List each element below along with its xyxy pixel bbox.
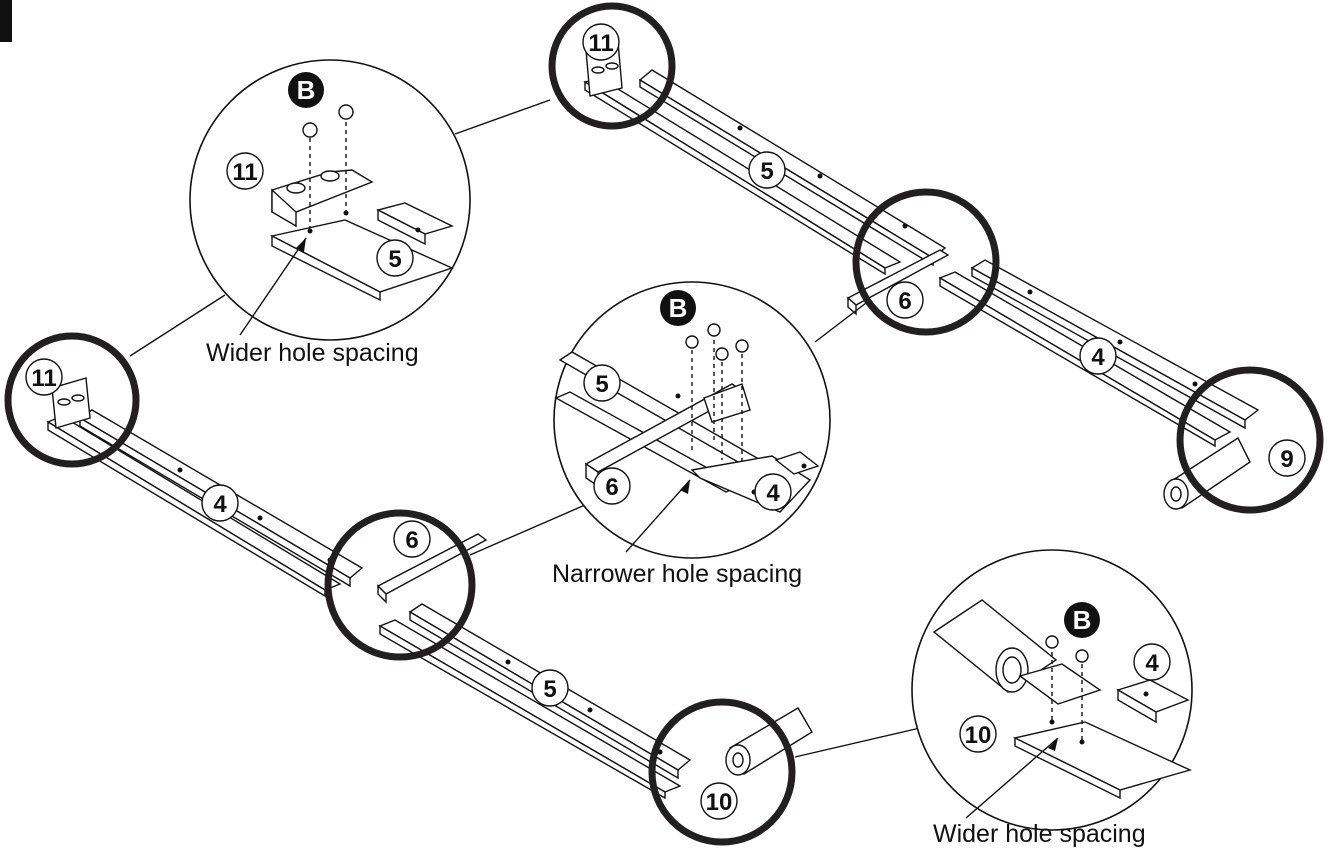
part-11-label-left: 11 <box>31 365 56 392</box>
hardware-b-badge-bottom-right <box>1064 602 1100 638</box>
detail-top-left-drawing <box>239 104 454 336</box>
part-11-label-top-left-detail: 11 <box>232 159 257 186</box>
highlight-ring-wheel-10 <box>648 698 796 846</box>
part-9-label: 9 <box>1280 446 1293 473</box>
highlight-ring-top-right <box>548 2 676 130</box>
part-4-label-center-detail: 4 <box>766 480 780 507</box>
badge-4-bottom-right-detail <box>1133 643 1171 681</box>
hardware-b-badge-top-left <box>288 72 324 108</box>
part-6-label-left: 6 <box>405 527 418 554</box>
part-11-label-top-right: 11 <box>588 30 613 57</box>
badge-6-top-right <box>886 281 924 319</box>
part-4-label-top-right: 4 <box>1091 344 1105 371</box>
detail-circle-top-left <box>189 59 471 341</box>
wheel-10-left <box>725 707 813 776</box>
part-10-label-bottom-right-detail: 10 <box>965 722 992 749</box>
badge-4-left <box>201 484 239 522</box>
part-4-label-bottom-right-detail: 4 <box>1145 650 1159 677</box>
badge-11-top-right <box>582 23 620 61</box>
highlight-ring-crossbar-right <box>852 188 1000 336</box>
badge-5-center-detail <box>583 364 621 402</box>
badge-9 <box>1268 439 1306 477</box>
badge-5-left <box>531 669 569 707</box>
rail-5-left <box>378 603 692 800</box>
part-5-label-top-right: 5 <box>760 158 773 185</box>
part-10-label-left: 10 <box>706 789 733 816</box>
badge-4-center-detail <box>754 473 792 511</box>
hardware-b-label-bottom-right: B <box>1073 605 1092 635</box>
wheel-9 <box>1163 436 1251 510</box>
badge-6-center-detail <box>593 467 631 505</box>
hardware-b-badge-center <box>660 290 696 326</box>
callout-narrower-hole-spacing: Narrower hole spacing <box>552 560 802 588</box>
badge-10-bottom-right-detail <box>959 715 997 753</box>
highlight-ring-crossbar-left <box>324 509 476 661</box>
badge-11-top-left-detail <box>226 152 264 190</box>
badge-6-left <box>393 520 431 558</box>
part-badges: 11 5 11 5 6 4 9 11 4 6 5 10 5 6 4 4 10 <box>25 23 1306 820</box>
callout-wider-hole-spacing-bottom: Wider hole spacing <box>933 820 1146 848</box>
detail-bottom-right-drawing <box>932 599 1193 819</box>
part-4-label-left: 4 <box>213 491 227 518</box>
crossbar-6-top-right <box>846 249 950 316</box>
part-6-label-top-right: 6 <box>898 288 911 315</box>
part-5-label-center-detail: 5 <box>595 371 608 398</box>
badge-11-left <box>25 358 63 396</box>
callout-wider-hole-spacing-top: Wider hole spacing <box>206 339 419 367</box>
bracket-11-left <box>51 377 91 429</box>
part-6-label-center-detail: 6 <box>605 474 618 501</box>
hardware-b-label-center: B <box>669 293 688 323</box>
hardware-b-label-top-left: B <box>297 75 316 105</box>
part-5-label-top-left-detail: 5 <box>388 246 401 273</box>
badge-10-left <box>700 782 738 820</box>
badge-5-top-left-detail <box>376 239 414 277</box>
leader-lines <box>129 99 921 758</box>
part-5-label-left: 5 <box>543 676 556 703</box>
page-corner-tab <box>0 0 12 42</box>
highlight-ring-left-end <box>4 332 140 468</box>
badge-5-top-right <box>748 151 786 189</box>
highlight-ring-wheel-9 <box>1176 366 1324 514</box>
badge-4-top-right <box>1079 337 1117 375</box>
